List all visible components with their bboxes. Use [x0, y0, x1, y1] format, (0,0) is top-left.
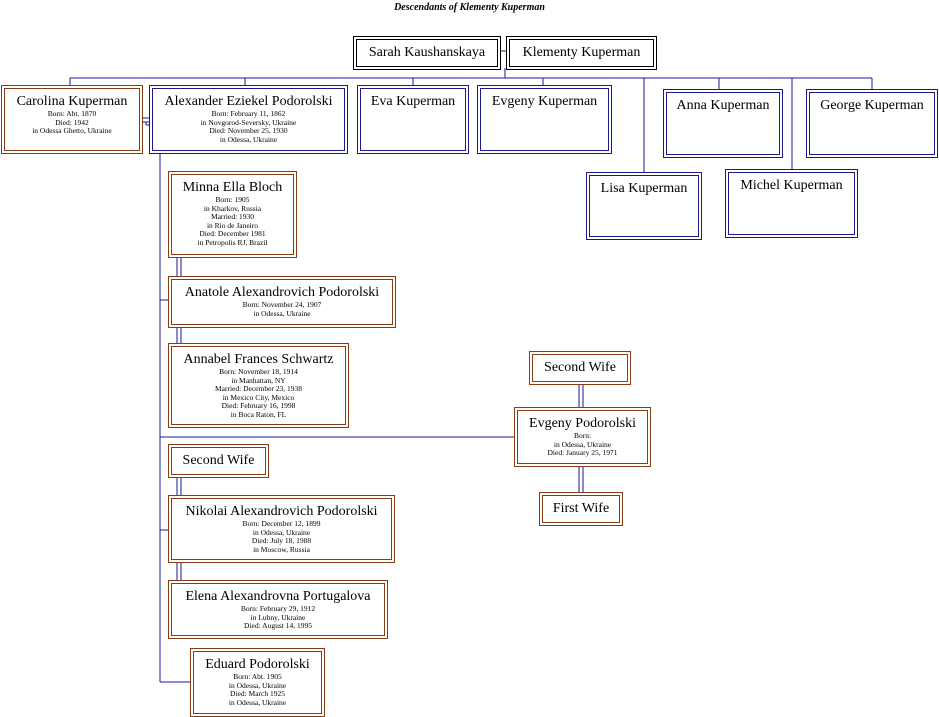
chart-title: Descendants of Klementy Kuperman — [394, 2, 545, 13]
person-card-elena-alexandrovna-portugalova[interactable]: Elena Alexandrovna Portugalova Born: Feb… — [171, 583, 385, 636]
person-card-alexander-eziekel-podorolski[interactable]: Alexander Eziekel Podorolski Born: Febru… — [152, 88, 345, 151]
person-card-michel-kuperman[interactable]: Michel Kuperman — [728, 172, 855, 235]
person-detail: Died: August 14, 1995 — [244, 621, 312, 631]
person-card-sarah-kaushanskaya[interactable]: Sarah Kaushanskaya — [356, 39, 498, 67]
person-name: Eva Kuperman — [370, 94, 456, 109]
person-detail: in Boca Raton, FL — [230, 409, 287, 419]
person-card-carolina-kuperman[interactable]: Carolina Kuperman Born: Abt. 1870 Died: … — [4, 88, 140, 151]
person-detail: Born: November 18, 1914 — [219, 367, 298, 376]
person-detail: Born: February 11, 1862 — [211, 109, 286, 118]
person-detail: in Petropolis RJ, Brazil — [197, 237, 268, 247]
person-card-george-kuperman[interactable]: George Kuperman — [809, 92, 935, 155]
person-card-lisa-kuperman[interactable]: Lisa Kuperman — [589, 175, 699, 237]
person-card-evgeny-podorolski[interactable]: Evgeny Podorolski Born: in Odessa, Ukrai… — [517, 410, 648, 464]
person-name: Minna Ella Bloch — [182, 180, 283, 195]
person-detail: in Mexico City, Mexico — [222, 392, 295, 402]
person-detail: in Odessa, Ukraine — [228, 697, 287, 707]
person-detail: Died: November 25, 1930 — [209, 126, 288, 136]
person-detail: in Moscow, Russia — [253, 544, 310, 554]
person-card-first-wife-evgeny[interactable]: First Wife — [542, 495, 620, 523]
person-detail: Died: March 1925 — [230, 689, 285, 699]
person-card-annabel-frances-schwartz[interactable]: Annabel Frances Schwartz Born: November … — [171, 346, 346, 425]
person-detail: Born: December 12, 1899 — [242, 519, 321, 528]
person-name: Annabel Frances Schwartz — [183, 352, 334, 367]
person-name: Evgeny Podorolski — [529, 416, 636, 431]
person-card-eva-kuperman[interactable]: Eva Kuperman — [360, 88, 466, 151]
person-detail: Born: — [573, 431, 592, 440]
person-detail: in Odessa Ghetto, Ukraine — [32, 126, 112, 136]
person-detail: in Odessa, Ukraine — [253, 308, 311, 318]
person-name: Evgeny Kuperman — [491, 94, 598, 109]
person-detail: in Lubny, Ukraine — [250, 612, 306, 622]
person-card-minna-ella-bloch[interactable]: Minna Ella Bloch Born: 1905 in Kharkov, … — [171, 174, 294, 255]
person-card-eduard-podorolski[interactable]: Eduard Podorolski Born: Abt. 1905 in Ode… — [193, 651, 322, 714]
person-name: Alexander Eziekel Podorolski — [164, 94, 333, 109]
person-name: Second Wife — [544, 360, 616, 375]
person-detail: Died: July 18, 1988 — [251, 536, 312, 546]
person-name: Elena Alexandrovna Portugalova — [185, 589, 371, 604]
person-name: Lisa Kuperman — [600, 181, 688, 196]
person-name: Eduard Podorolski — [205, 657, 310, 672]
person-detail: Married: 1930 — [210, 212, 255, 222]
person-detail: in Novgorod-Seversky, Ukraine — [200, 117, 297, 127]
person-detail: in Odessa, Ukraine — [252, 527, 311, 537]
person-detail: in Manhattan, NY — [231, 375, 286, 385]
person-card-anatole-alexandrovich-podorolski[interactable]: Anatole Alexandrovich Podorolski Born: N… — [171, 279, 393, 325]
person-detail: Died: January 25, 1971 — [547, 448, 618, 458]
person-detail: in Rio de Janeiro — [206, 220, 259, 230]
person-detail: Born: November 24, 1907 — [242, 300, 322, 309]
person-card-nikolai-alexandrovich-podorolski[interactable]: Nikolai Alexandrovich Podorolski Born: D… — [171, 498, 392, 560]
person-detail: Died: February 16, 1998 — [221, 401, 296, 411]
person-card-second-wife-evgeny[interactable]: Second Wife — [532, 354, 628, 382]
person-detail: in Kharkov, Russia — [203, 203, 262, 213]
person-card-second-wife-nikolai[interactable]: Second Wife — [171, 447, 266, 475]
person-detail: Born: Abt. 1870 — [47, 109, 97, 118]
person-detail: Died: December 1981 — [199, 229, 266, 239]
person-name: Anatole Alexandrovich Podorolski — [184, 285, 380, 300]
person-name: George Kuperman — [820, 98, 924, 113]
person-card-klementy-kuperman[interactable]: Klementy Kuperman — [509, 39, 654, 67]
person-name: Second Wife — [182, 453, 255, 468]
person-detail: in Odessa, Ukraine — [219, 134, 278, 144]
person-detail: Born: Abt. 1905 — [233, 672, 282, 681]
person-detail: Married: December 23, 1938 — [214, 384, 303, 394]
person-name: Klementy Kuperman — [522, 45, 641, 60]
person-detail: Born: 1905 — [215, 195, 250, 204]
person-name: Carolina Kuperman — [16, 94, 128, 109]
person-detail: Died: 1942 — [55, 117, 89, 127]
person-detail: in Odessa, Ukraine — [553, 439, 612, 449]
person-name: Nikolai Alexandrovich Podorolski — [185, 504, 378, 519]
person-name: Michel Kuperman — [740, 178, 843, 193]
person-card-anna-kuperman[interactable]: Anna Kuperman — [666, 92, 780, 155]
person-name: First Wife — [552, 501, 610, 516]
person-card-evgeny-kuperman[interactable]: Evgeny Kuperman — [480, 88, 609, 151]
person-detail: Born: February 29, 1912 — [240, 604, 316, 613]
person-name: Anna Kuperman — [676, 98, 770, 113]
person-detail: in Odessa, Ukraine — [228, 680, 287, 690]
person-name: Sarah Kaushanskaya — [368, 45, 486, 60]
